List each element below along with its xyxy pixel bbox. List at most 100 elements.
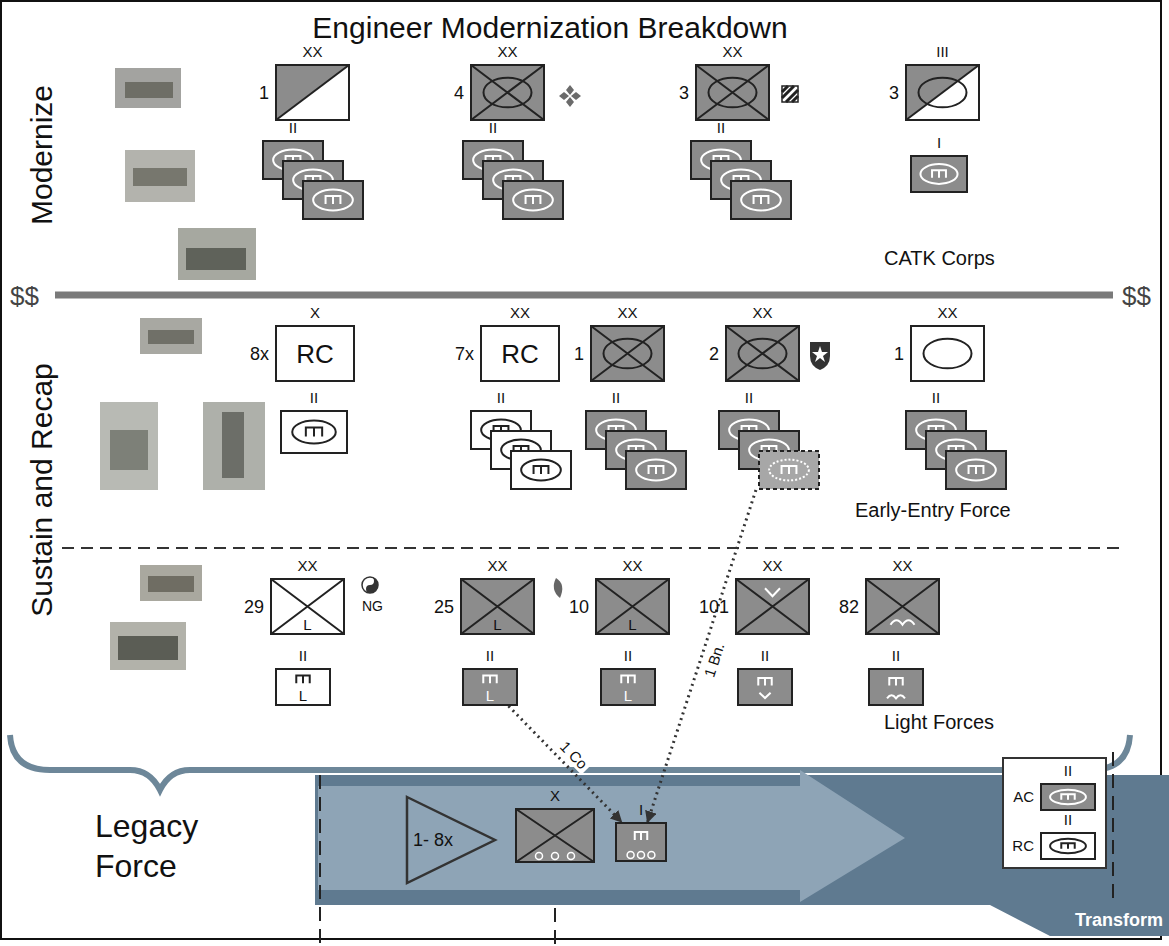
armor-oval: [604, 339, 652, 369]
phase-line: [319, 775, 321, 944]
unit-outline: [868, 668, 924, 706]
photo-detail: [186, 248, 246, 270]
unit-outline: [615, 822, 667, 862]
unit-symbol: XX2: [725, 325, 800, 382]
patch-ng-half: [366, 577, 378, 593]
wheel: [568, 853, 575, 860]
photo: [140, 318, 202, 354]
hollow-arrow: [407, 797, 495, 883]
stacked-unit: [503, 181, 563, 219]
armor-oval: [739, 339, 787, 369]
patch-leaf: [559, 85, 581, 107]
patch-4id: [559, 85, 581, 107]
division-cross: [591, 326, 664, 381]
unit-frame: [911, 326, 984, 381]
stacked-unit: [303, 181, 363, 219]
wheel: [552, 853, 559, 860]
division-cross: [696, 65, 769, 120]
unit-symbol: II: [868, 668, 924, 706]
unit-symbol: II: [690, 140, 792, 220]
echelon-mark: XX: [480, 304, 560, 322]
unit-frame: [281, 411, 347, 453]
unit-frame: [516, 809, 594, 862]
cavalry-fill: [907, 66, 978, 119]
echelon-mark: XX: [735, 557, 810, 575]
photo: [115, 68, 181, 108]
patch-3id: [782, 86, 798, 102]
component-key-box: [1003, 758, 1106, 868]
stacked-unit: [276, 65, 349, 120]
force-label: Legacy Force: [95, 806, 245, 886]
engineer-symbol: [969, 466, 984, 474]
echelon-mark: X: [515, 787, 595, 805]
engineer-symbol: [635, 832, 647, 840]
echelon-mark: II: [690, 119, 752, 137]
engineer-symbol: [754, 196, 769, 204]
unit-number: 101: [699, 596, 729, 618]
unit-outline: [590, 325, 665, 382]
unit-symbol: XX1: [275, 64, 350, 121]
unit-frame: [276, 326, 354, 381]
stacked-unit: [276, 669, 330, 705]
stacked-unit: [461, 579, 534, 634]
echelon-mark: XX: [865, 557, 940, 575]
unit-symbol: XX10L: [595, 578, 670, 635]
echelon-mark: II: [462, 647, 518, 665]
armor-oval: [513, 190, 553, 211]
funding-mark: $$: [1122, 280, 1151, 313]
unit-number: 4: [454, 82, 464, 104]
unit-outline: [905, 64, 980, 121]
vehicle-photos: [100, 68, 265, 670]
photo-detail: [118, 636, 178, 660]
stacked-unit: [591, 326, 664, 381]
armor-oval: [1050, 790, 1086, 805]
unit-number: 8x: [250, 343, 269, 365]
photo-detail: [133, 168, 187, 186]
unit-outline: [462, 140, 564, 220]
group-label: Early-Entry Force: [855, 498, 1011, 523]
unit-frame: [596, 579, 669, 634]
stacked-unit: [271, 579, 344, 634]
unit-outline: [1040, 783, 1096, 811]
echelon-mark: II: [868, 647, 924, 665]
unit-outline: [718, 410, 820, 490]
armor-oval: [1050, 839, 1086, 854]
echelon-mark: XX: [725, 304, 800, 322]
unit-frame: [1041, 833, 1095, 859]
photo-detail: [125, 82, 173, 98]
unit-frame: [759, 451, 819, 489]
unit-frame: [626, 451, 686, 489]
unit-symbol: XX25L: [460, 578, 535, 635]
unit-frame: [911, 156, 967, 192]
engineer-symbol: [782, 466, 797, 474]
unit-symbol: XX7xRC: [480, 325, 560, 382]
engineer-symbol: [889, 678, 902, 686]
stacked-unit: [407, 797, 495, 883]
unit-frame: [471, 65, 544, 120]
unit-frame: [731, 181, 791, 219]
unit-frame: [866, 579, 939, 634]
unit-outline: [515, 808, 595, 863]
stacked-unit: [759, 451, 819, 489]
unit-symbol: X8xRC: [275, 325, 355, 382]
patch-2id: [810, 342, 830, 370]
component-text: RC: [480, 339, 560, 369]
unit-number: 1: [259, 82, 269, 104]
echelon-mark: X: [275, 304, 355, 322]
stacked-unit: [463, 669, 517, 705]
patch-3id-stripes: [782, 86, 798, 102]
unit-frame: [616, 823, 666, 861]
echelon-mark: II: [280, 389, 348, 407]
group-label: Light Forces: [884, 710, 994, 735]
unit-frame: [1041, 784, 1095, 810]
division-cross: [461, 579, 534, 634]
unit-type: L: [595, 617, 670, 633]
unit-frame: [591, 326, 664, 381]
engineer-symbol: [758, 678, 771, 686]
unit-symbol: III3: [905, 64, 980, 121]
unit-number: 29: [244, 596, 264, 618]
photo: [203, 402, 265, 490]
armor-oval: [484, 78, 532, 108]
stacked-unit: [736, 579, 809, 634]
unit-frame: [461, 579, 534, 634]
